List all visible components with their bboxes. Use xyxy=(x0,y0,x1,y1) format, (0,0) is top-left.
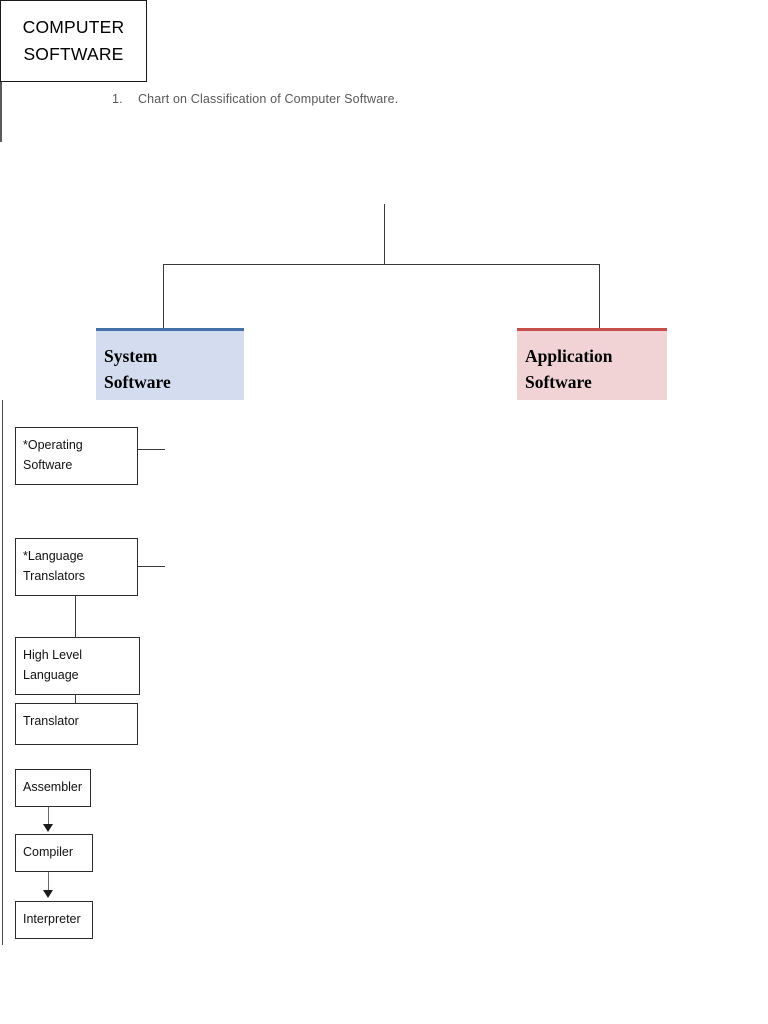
node-assembler-line1: Assembler xyxy=(23,780,83,794)
connector-assembler-to-compiler xyxy=(48,807,49,827)
node-language-translators-line1: *Language xyxy=(23,549,84,563)
connector-bottom-stub xyxy=(0,82,2,142)
connector-drop-system xyxy=(163,264,164,330)
node-compiler-line1: Compiler xyxy=(23,845,74,859)
node-computer-software-line2: SOFTWARE xyxy=(23,44,124,64)
node-application-software-line2: Software xyxy=(525,372,592,393)
node-operating-software: *Operating Software xyxy=(15,427,138,485)
node-high-level-language-line2: Language xyxy=(23,668,79,683)
node-operating-software-line1: *Operating xyxy=(23,438,83,452)
arrow-down-icon xyxy=(43,890,53,898)
node-translator: Translator xyxy=(15,703,138,745)
node-system-software: System Software xyxy=(96,328,244,400)
heading-text: Chart on Classification of Computer Soft… xyxy=(138,92,399,106)
connector-drop-application xyxy=(599,264,600,330)
node-compiler: Compiler xyxy=(15,834,93,872)
heading-number: 1. xyxy=(112,92,123,106)
node-interpreter: Interpreter xyxy=(15,901,93,939)
arrow-down-icon xyxy=(43,824,53,832)
node-assembler: Assembler xyxy=(15,769,91,807)
node-interpreter-line1: Interpreter xyxy=(23,912,81,926)
connector-language-to-high-level xyxy=(75,596,76,637)
connector-compiler-to-interpreter xyxy=(48,872,49,893)
page-heading: 1. Chart on Classification of Computer So… xyxy=(112,92,672,106)
node-system-software-line1: System xyxy=(104,346,158,366)
connector-root-drop xyxy=(384,204,385,265)
connector-horizontal-bus xyxy=(163,264,600,265)
connector-stub-operating-software xyxy=(138,449,165,450)
node-computer-software: COMPUTER SOFTWARE xyxy=(0,0,147,82)
node-language-translators-line2: Translators xyxy=(23,569,86,584)
connector-left-rail xyxy=(2,400,3,945)
node-system-software-line2: Software xyxy=(104,372,171,393)
connector-high-level-to-translator xyxy=(75,695,76,704)
node-high-level-language: High Level Language xyxy=(15,637,140,695)
node-computer-software-line1: COMPUTER xyxy=(22,16,125,37)
node-application-software-line1: Application xyxy=(525,346,613,366)
node-language-translators: *Language Translators xyxy=(15,538,138,596)
node-high-level-language-line1: High Level xyxy=(23,648,83,662)
node-operating-software-line2: Software xyxy=(23,458,73,473)
node-translator-line1: Translator xyxy=(23,714,79,728)
node-application-software: Application Software xyxy=(517,328,667,400)
connector-stub-language-translators xyxy=(138,566,165,567)
